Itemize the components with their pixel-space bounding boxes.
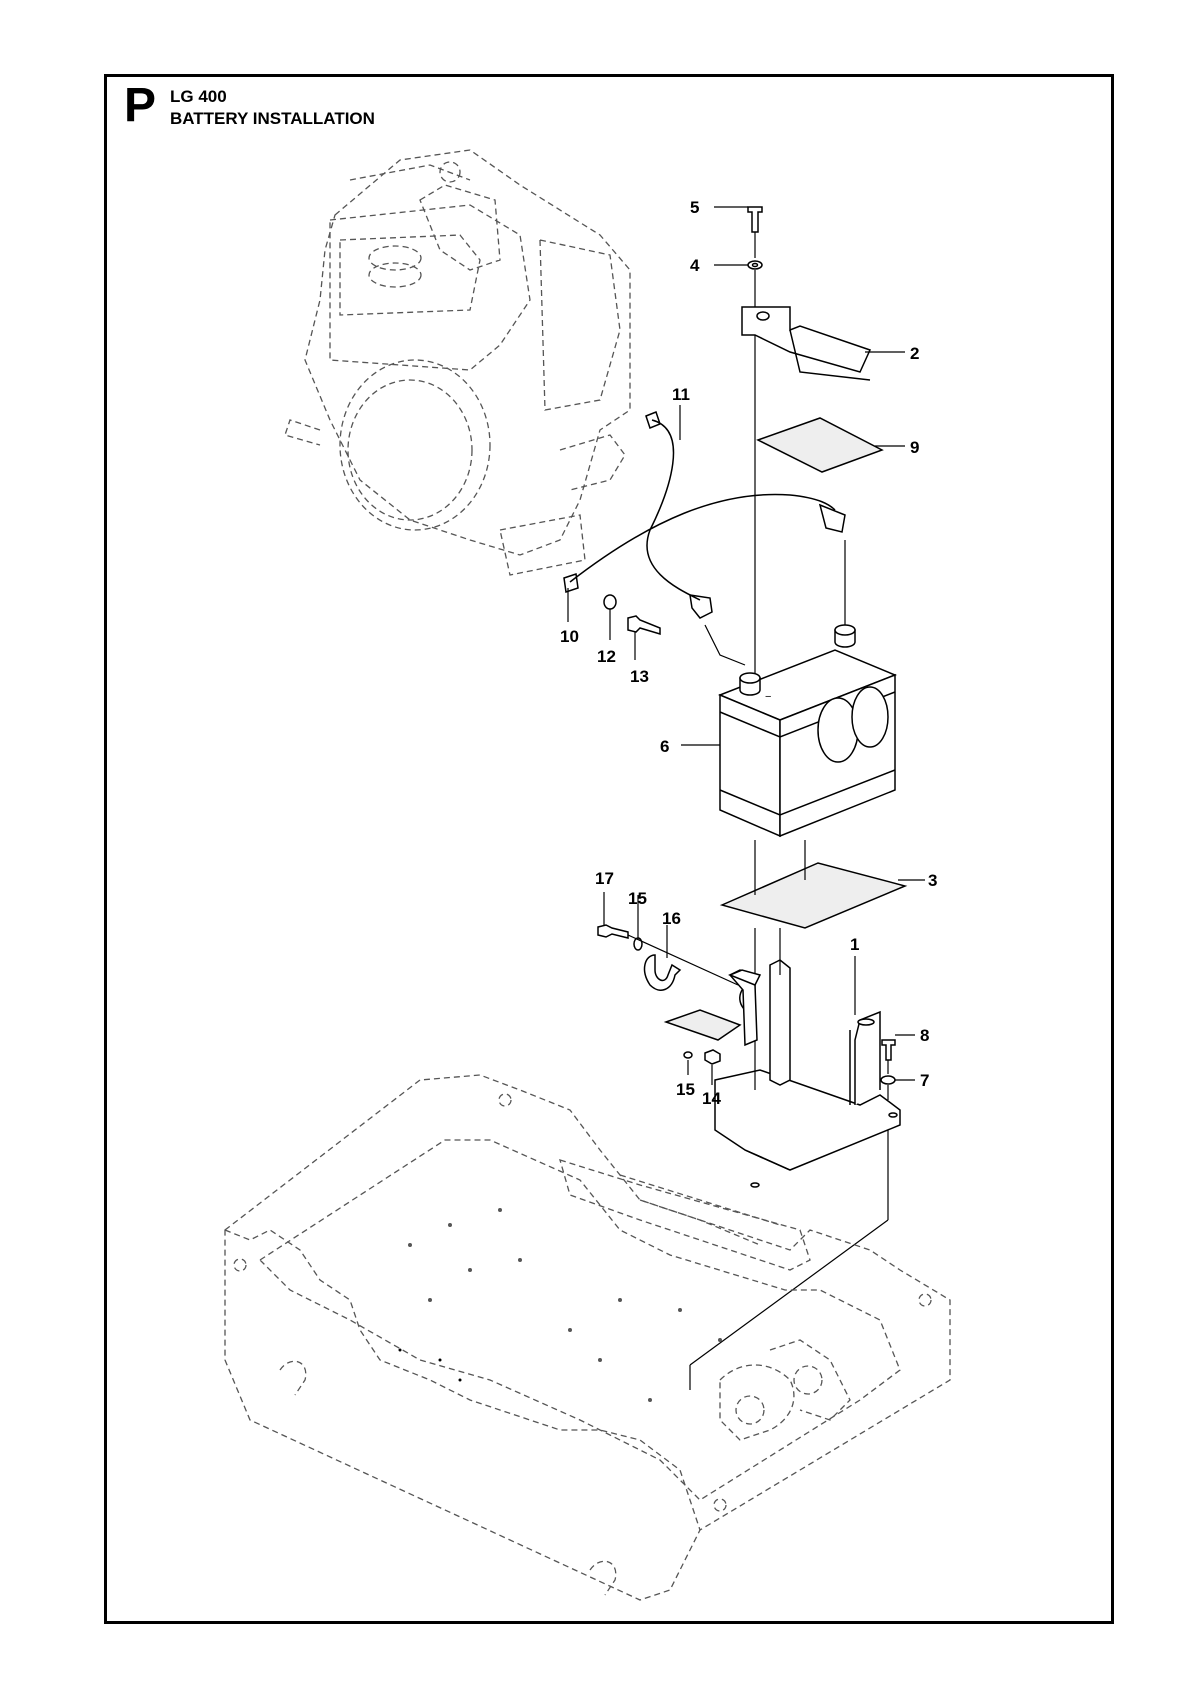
- callout-11: 11: [672, 385, 690, 404]
- callout-3: 3: [928, 871, 937, 890]
- section-letter: P: [124, 79, 157, 132]
- page-title: BATTERY INSTALLATION: [170, 109, 375, 128]
- engine-outline: [284, 149, 631, 576]
- washer-7: [880, 1075, 896, 1085]
- battery: −: [717, 624, 898, 838]
- bolt-17: [597, 924, 629, 939]
- bolt-8: [881, 1039, 896, 1061]
- callout-13: 13: [630, 667, 649, 686]
- callout-7: 7: [920, 1071, 929, 1090]
- page-frame: [104, 74, 1114, 1624]
- callout-17: 17: [595, 869, 614, 888]
- callout-4: 4: [690, 256, 700, 275]
- model-name: LG 400: [170, 87, 227, 106]
- callout-16: 16: [662, 909, 681, 928]
- callout-14: 14: [702, 1089, 721, 1108]
- battery-hold-down-bracket: [741, 306, 872, 373]
- callout-12: 12: [597, 647, 616, 666]
- cable-clamp: [643, 954, 682, 991]
- callout-15-top: 15: [628, 889, 647, 908]
- battery-tray: [714, 959, 901, 1188]
- frame-outline: [224, 1074, 951, 1601]
- svg-text:−: −: [765, 691, 771, 703]
- callout-1: 1: [850, 935, 859, 954]
- battery-cable-10: [569, 493, 836, 583]
- washer-15b: [683, 1051, 693, 1059]
- battery-top-pad: [756, 417, 884, 473]
- nut-14: [704, 1049, 721, 1065]
- callout-9: 9: [910, 438, 919, 457]
- battery-bottom-pad: [719, 862, 908, 929]
- bolt-5: [747, 206, 763, 233]
- callout-15-bottom: 15: [676, 1080, 695, 1099]
- callout-2: 2: [910, 344, 919, 363]
- callout-8: 8: [920, 1026, 929, 1045]
- callout-6: 6: [660, 737, 669, 756]
- callout-5: 5: [690, 198, 699, 217]
- callout-10: 10: [560, 627, 579, 646]
